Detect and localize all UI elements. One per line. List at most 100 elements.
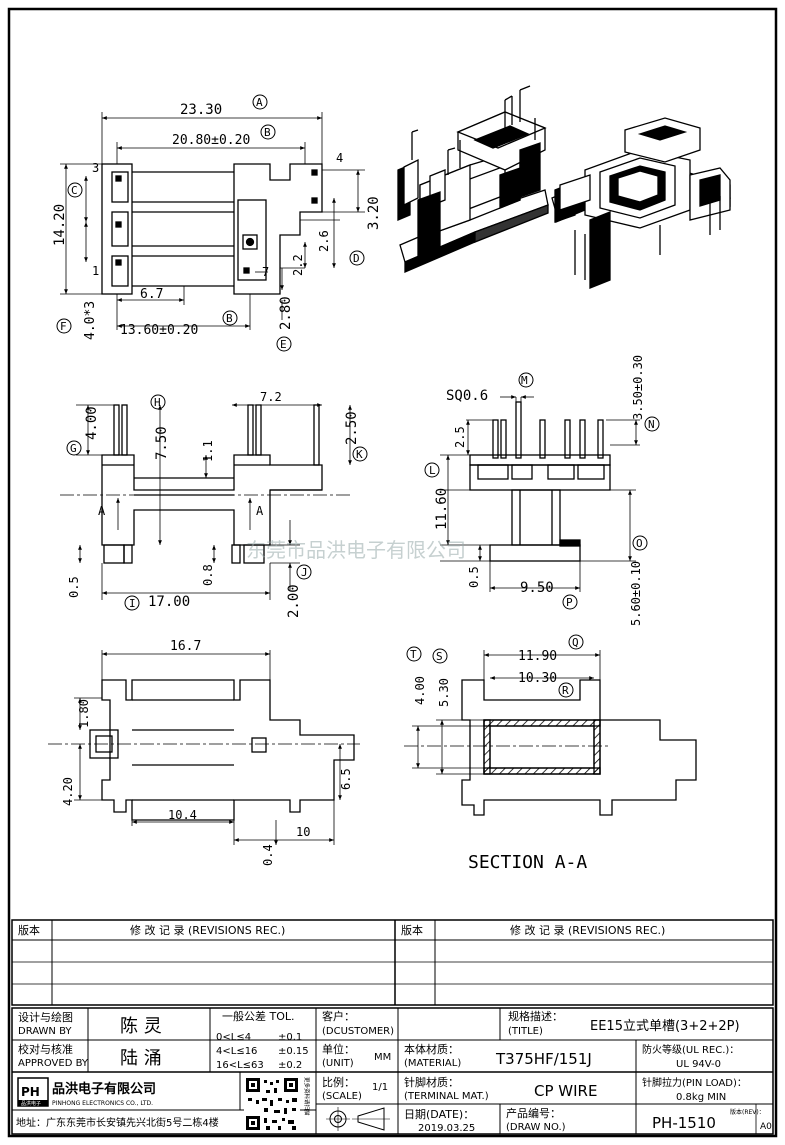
rev-col-rec-right: 修 改 记 录 (REVISIONS REC.) [510, 923, 665, 937]
ref-g: G [70, 442, 77, 455]
section-mark-right: A [256, 504, 264, 518]
date-value: 2019.03.25 [418, 1123, 475, 1134]
dim-pin-span: 13.60±0.20 [120, 323, 198, 338]
section-mark-left: A [98, 504, 106, 518]
dim-body-height: 7.50 [154, 426, 170, 460]
dim-pin-200: 2.00 [286, 584, 302, 618]
pin-label-3: 3 [92, 161, 99, 175]
top-view-refs: A B C D E F B [56, 94, 365, 352]
dim-bottom-65: 6.5 [339, 768, 353, 790]
drawno-label: 产品编号： [506, 1106, 561, 1120]
ref-m: M [521, 374, 528, 387]
dim-side-pin: 5.60±0.10 [629, 561, 643, 626]
unit-label-en: (UNIT) [322, 1058, 354, 1069]
ref-l: L [429, 464, 436, 477]
bottom-view [48, 650, 360, 845]
section-view [404, 650, 697, 816]
dim-bottom-04: 0.4 [261, 844, 275, 866]
dim-pin-height: 4.00 [84, 406, 100, 440]
dim-section-outer: 11.90 [518, 649, 557, 664]
dim-right-pin: 2.50 [344, 411, 360, 445]
ref-q: Q [572, 636, 579, 649]
dim-bottom-length: 16.7 [170, 639, 201, 654]
dim-bottom-180: 1.80 [77, 699, 91, 728]
qr-code [244, 1076, 300, 1132]
section-title: SECTION A-A [468, 852, 587, 873]
dim-pin-offset: 2.80 [278, 296, 294, 330]
title-block-grid [11, 1007, 774, 1135]
pin-label-1: 1 [92, 264, 99, 278]
pinload-label: 针脚拉力(PIN LOAD)： [642, 1076, 747, 1089]
qr-side-text: 更多资料请扫描 [303, 1077, 311, 1116]
dim-side-foot: 0.5 [467, 566, 481, 588]
date-label: 日期(DATE)： [404, 1108, 474, 1121]
unit-label: 单位： [322, 1042, 355, 1056]
ref-c: C [71, 184, 78, 197]
designer-name: 陈 灵 [120, 1016, 162, 1037]
dim-side-base: 9.50 [520, 580, 554, 596]
ref-r: R [562, 684, 569, 697]
spec-label-en: (TITLE) [508, 1026, 543, 1037]
company-logo: PH 品洪电子 [17, 1077, 49, 1107]
pin-label-4: 4 [336, 151, 343, 165]
scale-label: 比例： [322, 1075, 355, 1089]
ref-j: J [301, 566, 308, 579]
material-label-en: (MATERIAL) [404, 1058, 461, 1069]
dim-pin-length: 3.50±0.30 [631, 355, 645, 420]
fire-label: 防火等级(UL REC.)： [642, 1043, 739, 1056]
spec-label: 规格描述： [508, 1009, 563, 1023]
ref-f: F [60, 320, 67, 333]
side-view [440, 395, 640, 592]
title-block-text: 设计与绘图 DRAWN BY 陈 灵 校对与核准 APPROVED BY 陆 涌… [16, 1009, 772, 1134]
customer-label: 客户： [322, 1009, 355, 1023]
pin-label-7: 7 [262, 265, 269, 279]
tol-val-1: ±0.1 [278, 1032, 302, 1043]
side-view-refs: M N L O P [424, 372, 660, 610]
sheet-frame [7, 7, 778, 1138]
rev-col-rec-left: 修 改 记 录 (REVISIONS REC.) [130, 923, 285, 937]
logo-sub: 品洪电子 [21, 1100, 41, 1107]
ref-h: H [154, 396, 161, 409]
ref-k: K [356, 448, 363, 461]
ref-t: T [410, 648, 417, 661]
ref-a: A [256, 96, 263, 109]
logo-text: PH [21, 1085, 40, 1099]
terminal-value: CP WIRE [534, 1082, 597, 1100]
bottom-view-labels: 16.7 1.80 4.20 10.4 6.5 10 0.4 [61, 639, 353, 866]
dim-slot-gap: 2.2 [291, 254, 305, 276]
dim-foot-08: 0.8 [201, 564, 215, 586]
revisions-headers: 版本 修 改 记 录 (REVISIONS REC.) 版本 修 改 记 录 (… [18, 923, 665, 937]
ref-i: I [129, 597, 136, 610]
front-view-labels: 4.00 7.50 7.2 2.50 1.1 0.5 17.00 0.8 2.0… [67, 390, 360, 618]
company-name-en: PINHONG ELECTRONICS CO., LTD. [52, 1100, 153, 1107]
material-label: 本体材质： [404, 1042, 459, 1056]
dim-25: 2.5 [453, 426, 467, 448]
design-label: 设计与绘图 [18, 1010, 73, 1024]
top-view [60, 112, 365, 330]
drawno-label-en: (DRAW NO.) [506, 1122, 566, 1133]
dim-base-length: 17.00 [148, 594, 190, 610]
dim-foot: 0.5 [67, 576, 81, 598]
terminal-label: 针脚材质： [404, 1075, 459, 1089]
company-name-cn: 品洪电子有限公司 [52, 1081, 156, 1097]
dim-overall-length: 23.30 [180, 102, 222, 118]
section-view-refs: Q R T S [406, 634, 584, 698]
dim-bottom-420: 4.20 [61, 777, 75, 806]
spec-value: EE15立式单槽(3+2+2P) [590, 1019, 740, 1034]
rev-col-version-right: 版本 [401, 923, 423, 937]
check-label: 校对与核准 [18, 1042, 73, 1056]
rev-label: 版本(REV)： [730, 1108, 765, 1116]
tol-range-1: 0<L≤4 [216, 1032, 251, 1043]
ref-b: B [264, 126, 271, 139]
ref-n: N [648, 418, 655, 431]
customer-label-en: (DCUSTOMER) [322, 1026, 394, 1037]
drawno-value: PH-1510 [652, 1114, 716, 1132]
projection-symbol-icon [326, 1107, 390, 1131]
dim-sq-pin: SQ0.6 [446, 388, 488, 404]
tol-val-3: ±0.2 [278, 1060, 302, 1071]
ref-o: O [636, 537, 643, 550]
section-view-labels: 11.90 10.30 4.00 5.30 SECTION A-A [413, 649, 587, 873]
scale-label-en: (SCALE) [322, 1091, 362, 1102]
dim-inner-length: 20.80±0.20 [172, 133, 250, 148]
